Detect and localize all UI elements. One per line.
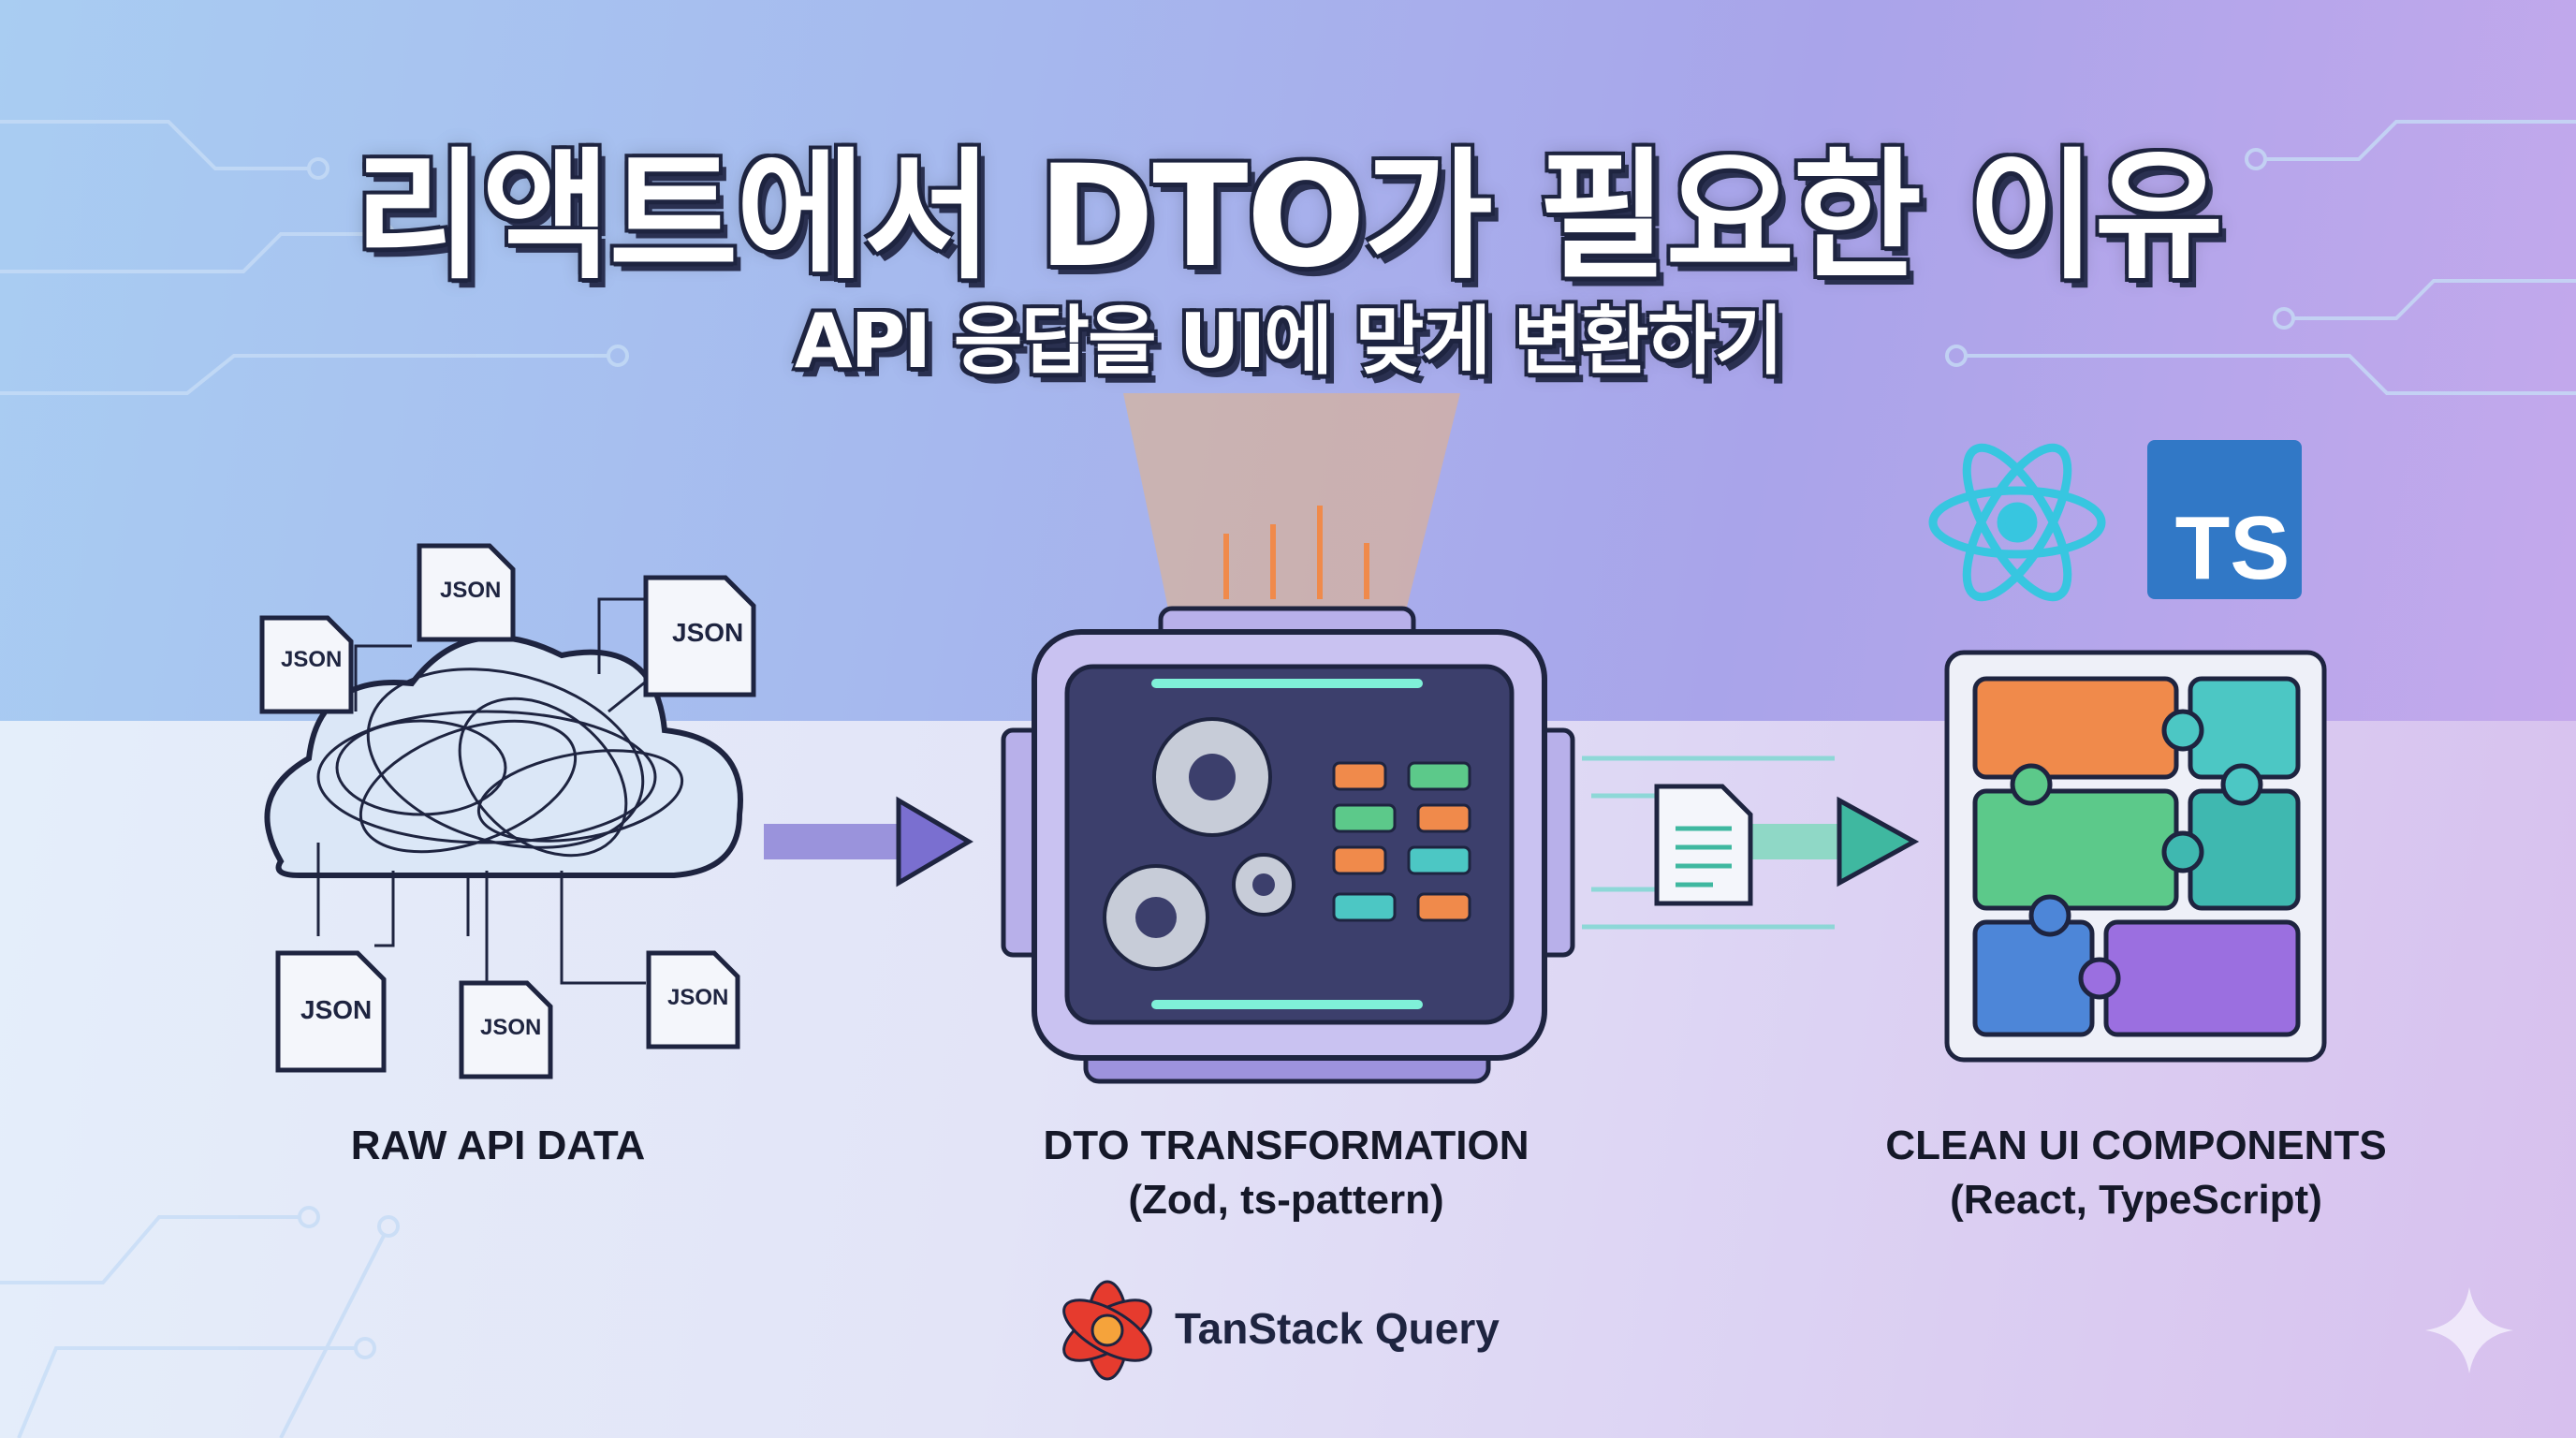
step-sublabel: (React, TypeScript) bbox=[1950, 1177, 2322, 1223]
tanstack-brand: TanStack Query bbox=[1175, 1304, 1500, 1353]
sparkle-icon bbox=[2425, 1287, 2513, 1373]
json-label: JSON bbox=[672, 618, 743, 647]
transformer-machine-icon bbox=[1001, 393, 1575, 1084]
json-file-icons: JSON JSON JSON JSON JSON JSON bbox=[259, 543, 756, 1079]
step-clean-ui-components: CLEAN UI COMPONENTS (React, TypeScript) bbox=[1808, 1119, 2464, 1227]
page-title: 리액트에서 DTO가 필요한 이유 bbox=[354, 136, 2223, 299]
typescript-logo-icon: TS bbox=[2147, 440, 2302, 599]
document-icon bbox=[1654, 784, 1753, 906]
puzzle-components-icon bbox=[1944, 650, 2327, 1063]
json-label: JSON bbox=[667, 985, 728, 1010]
json-label: JSON bbox=[281, 647, 342, 672]
step-label: CLEAN UI COMPONENTS bbox=[1885, 1123, 2387, 1168]
step-label: RAW API DATA bbox=[350, 1123, 646, 1168]
step-label: DTO TRANSFORMATION bbox=[1043, 1123, 1530, 1168]
json-label: JSON bbox=[480, 1015, 541, 1040]
tangled-cloud-icon bbox=[264, 597, 743, 992]
json-label: JSON bbox=[440, 578, 501, 603]
tanstack-logo-icon bbox=[1062, 1280, 1152, 1381]
react-logo-icon bbox=[1928, 443, 2106, 602]
step-sublabel: (Zod, ts-pattern) bbox=[1128, 1177, 1444, 1223]
arrow-right-icon bbox=[764, 796, 973, 888]
data-stream-arrow-icon bbox=[1582, 756, 1920, 930]
svg-text:TS: TS bbox=[2175, 498, 2291, 598]
step-raw-api-data: RAW API DATA bbox=[264, 1119, 732, 1173]
page-subtitle: API 응답을 UI에 맞게 변환하기 bbox=[794, 298, 1783, 385]
step-dto-transformation: DTO TRANSFORMATION (Zod, ts-pattern) bbox=[1005, 1119, 1567, 1227]
json-label: JSON bbox=[300, 995, 372, 1024]
